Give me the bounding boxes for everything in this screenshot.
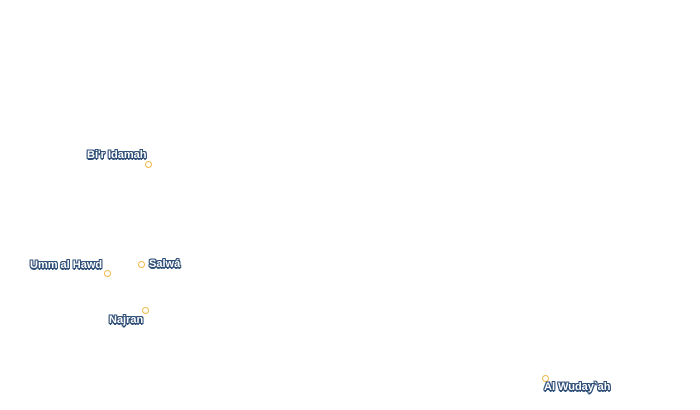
place-label-al-wudayah[interactable]: Al Wuday`ah [544, 381, 611, 393]
place-dot-icon[interactable] [145, 161, 152, 168]
place-dot-icon[interactable] [542, 375, 549, 382]
place-dot-icon[interactable] [104, 270, 111, 277]
place-label-umm-al-hawd[interactable]: Umm al Hawd [30, 259, 103, 271]
place-dot-icon[interactable] [142, 307, 149, 314]
place-label-salwa[interactable]: Salwá [149, 258, 181, 270]
place-dot-icon[interactable] [138, 261, 145, 268]
place-label-najran[interactable]: Najran [109, 314, 144, 326]
place-label-bir-idamah[interactable]: Bi'r Idamah [87, 149, 147, 161]
